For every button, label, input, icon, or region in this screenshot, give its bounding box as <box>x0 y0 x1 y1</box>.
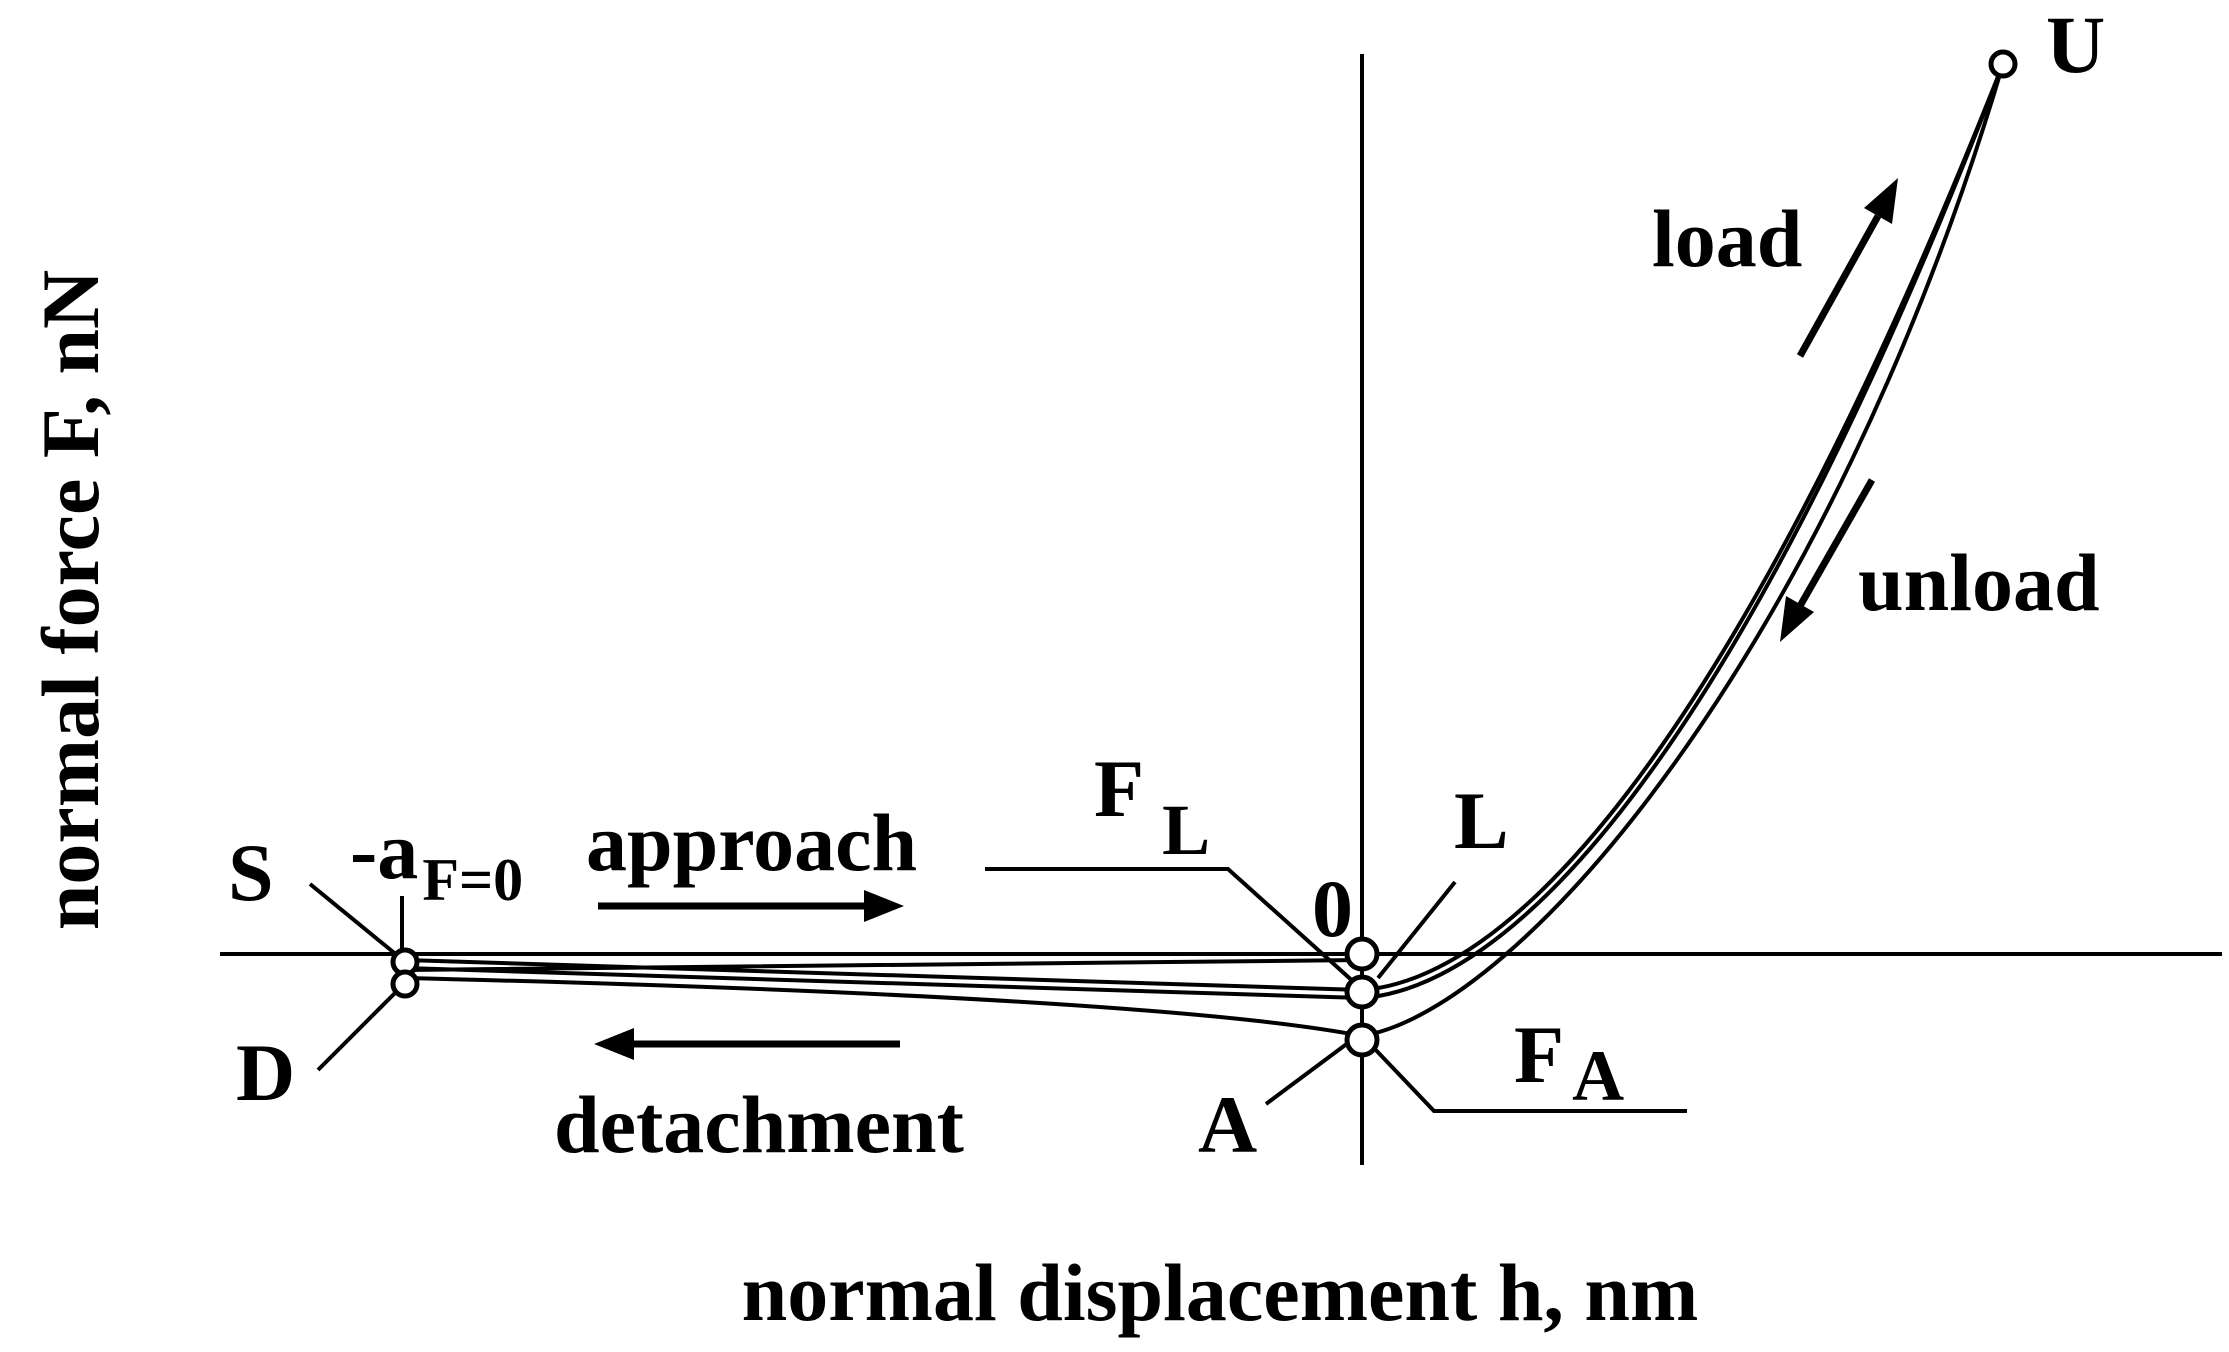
leader-S <box>308 882 400 958</box>
label-approach: approach <box>586 797 917 888</box>
point-U <box>1988 49 2018 79</box>
approach-load-curve-inner <box>403 62 2005 1000</box>
label-unload: unload <box>1858 537 2100 628</box>
label-FA-sub: A <box>1572 1036 1624 1116</box>
leader-A <box>1264 1038 1354 1106</box>
unload-detachment-curve <box>403 62 2005 1038</box>
label-FL-sub: L <box>1162 790 1210 870</box>
label-FL-main: F <box>1094 743 1144 834</box>
upper-approach-trace <box>403 958 1364 972</box>
point-D <box>390 969 420 999</box>
x-axis-title: normal displacement h, nm <box>742 1247 1699 1338</box>
label-D: D <box>236 1027 295 1118</box>
leader-FA <box>1370 1044 1687 1113</box>
detachment-arrowhead <box>594 1028 634 1060</box>
leader-FL <box>985 867 1358 986</box>
label-L: L <box>1454 775 1509 866</box>
leader-D <box>316 988 400 1072</box>
label-origin: 0 <box>1312 863 1353 954</box>
label-detachment: detachment <box>554 1079 964 1170</box>
label-A: A <box>1198 1079 1257 1170</box>
unload-arrow <box>1796 478 1876 608</box>
point-A <box>1344 1022 1380 1058</box>
label-a-main: -a <box>350 805 418 896</box>
label-FA-main: F <box>1514 1009 1564 1100</box>
approach-arrowhead <box>864 890 904 922</box>
load-arrowhead <box>1864 178 1898 224</box>
label-S: S <box>228 827 274 918</box>
load-arrow <box>1796 214 1882 358</box>
point-origin <box>1344 936 1380 972</box>
unload-arrowhead <box>1780 596 1814 642</box>
label-a-sub: F=0 <box>422 847 523 913</box>
leader-L <box>1376 880 1457 980</box>
label-load: load <box>1652 193 1802 284</box>
y-axis-title: normal force F, nN <box>25 270 116 930</box>
approach-load-curve <box>403 62 2005 992</box>
point-FL <box>1344 974 1380 1010</box>
label-U: U <box>2046 0 2105 90</box>
label-a: -aF=0 <box>350 805 523 913</box>
